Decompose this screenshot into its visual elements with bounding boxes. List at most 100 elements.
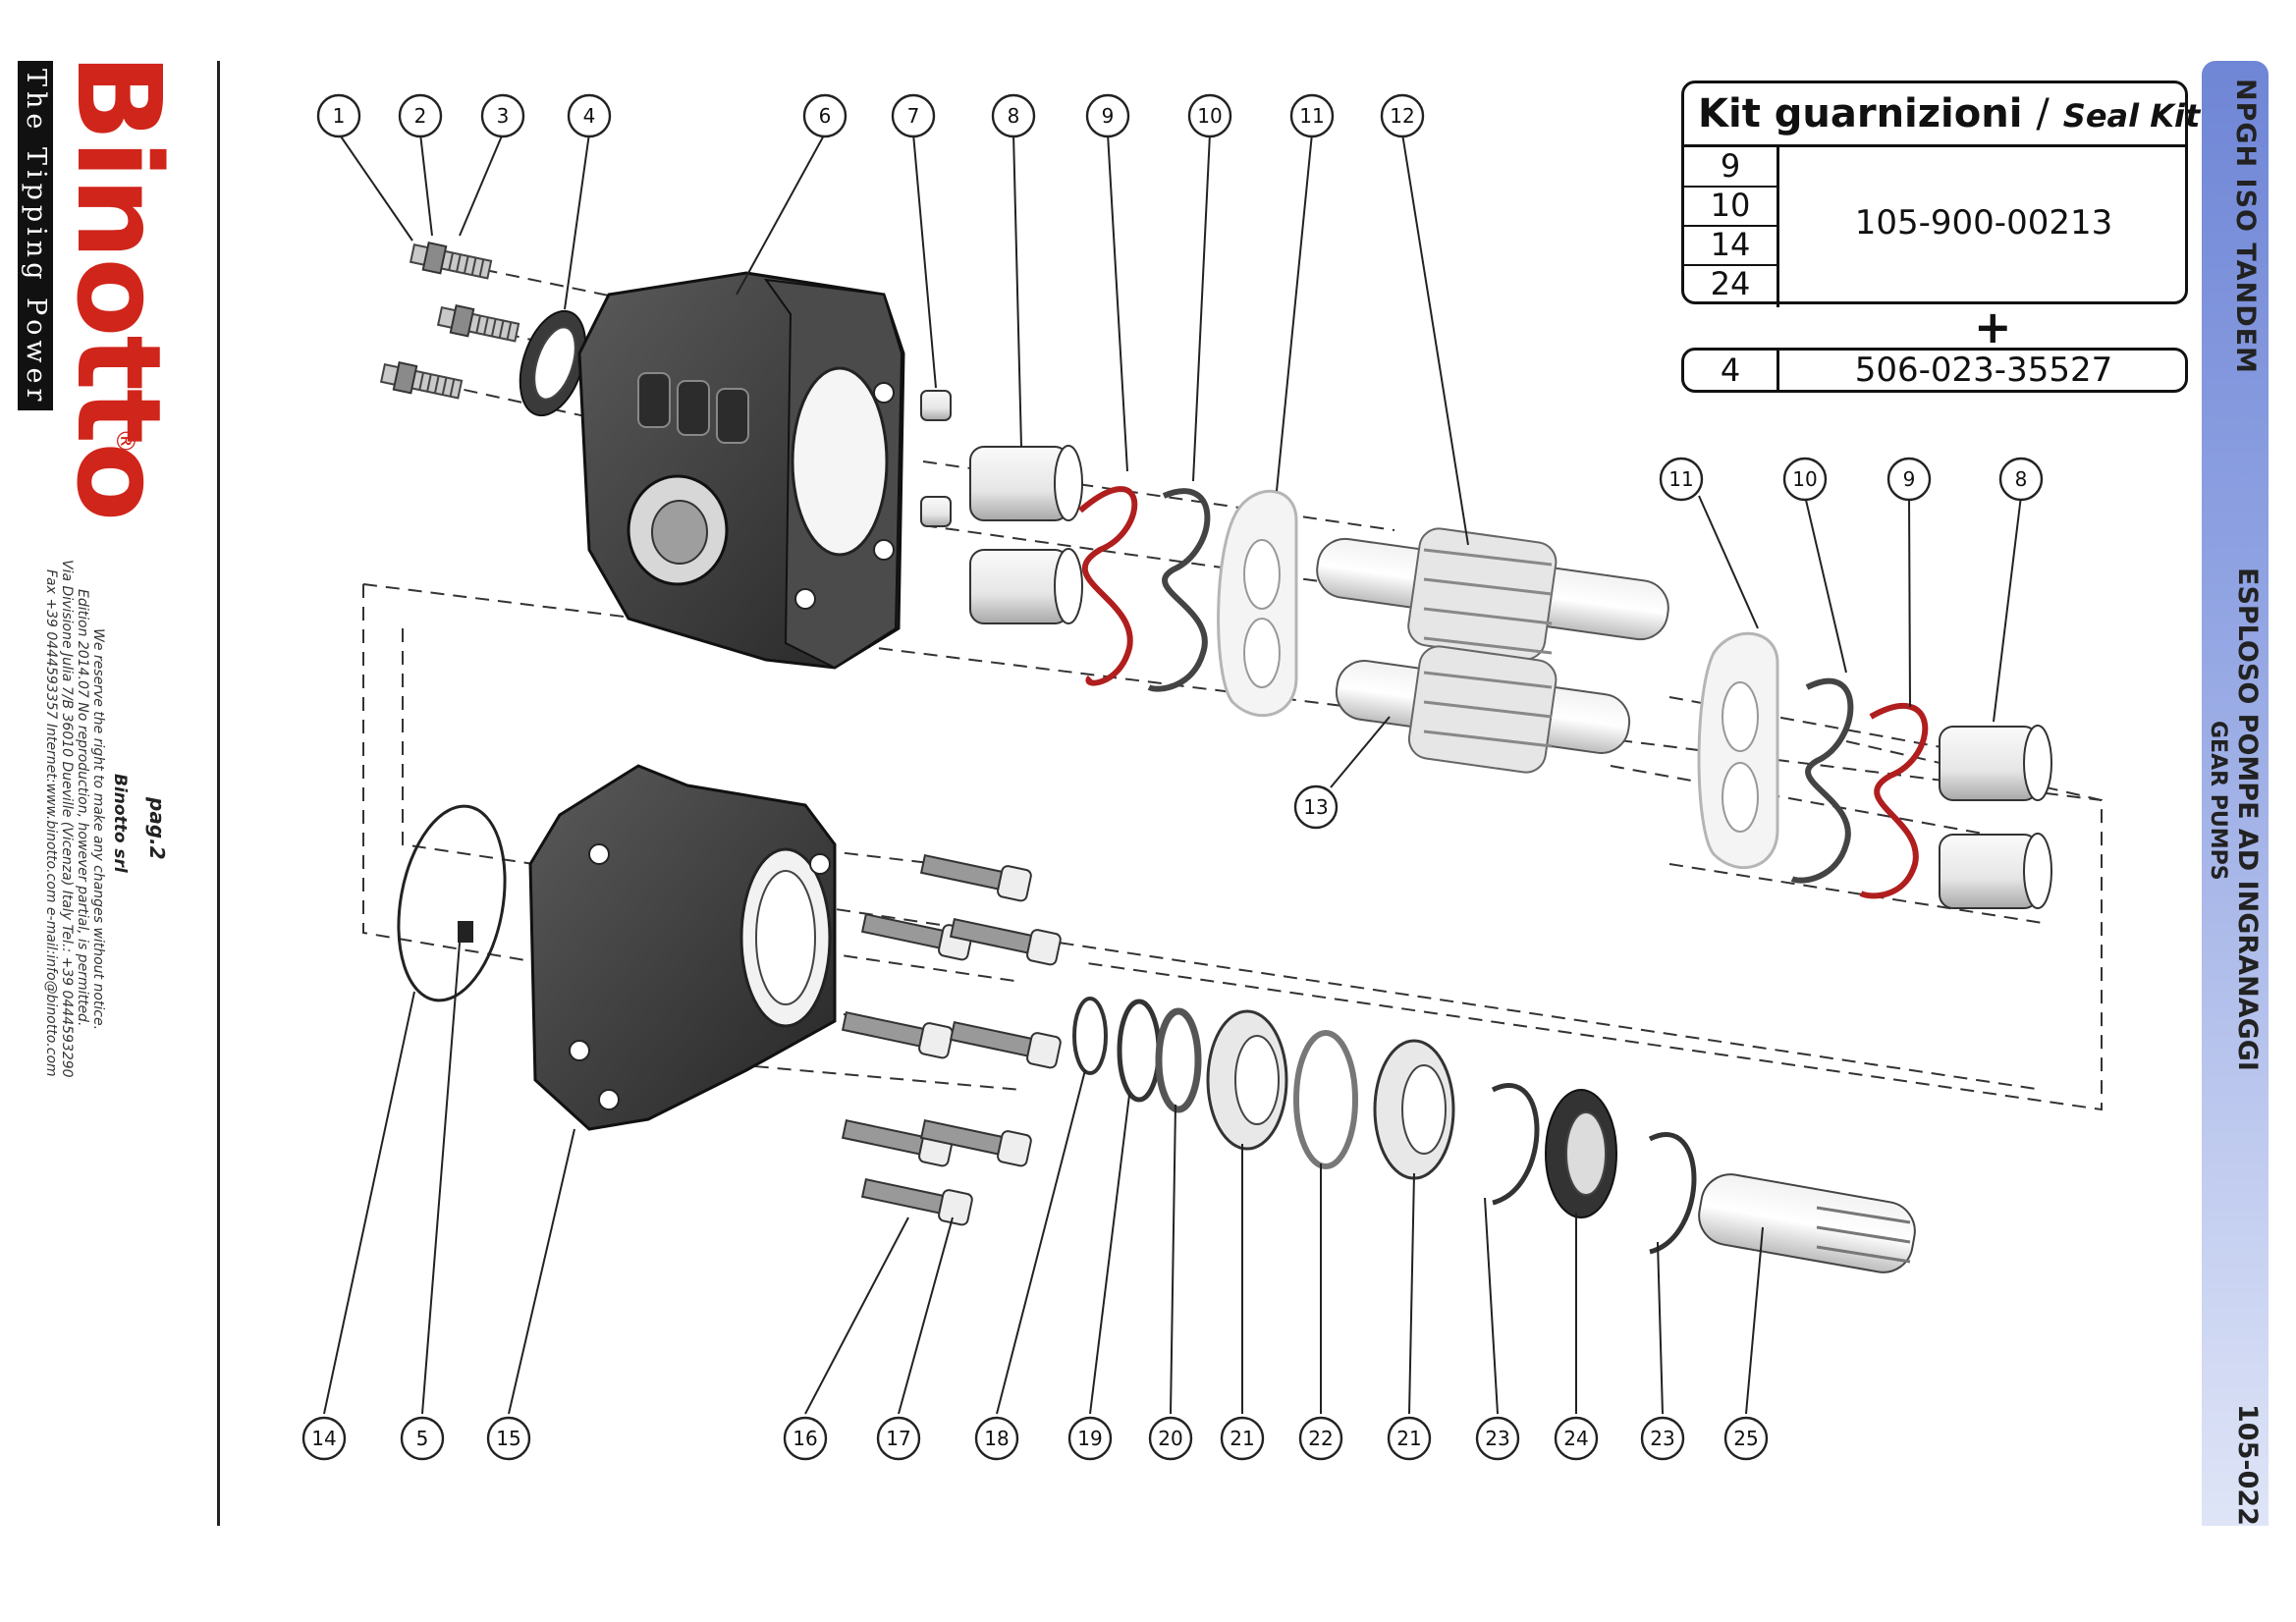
callout-bottom-25: 25: [1723, 1416, 1769, 1461]
seal-kit-title: Kit guarnizioni / Seal Kit: [1698, 91, 2200, 136]
seal-9-right: [1859, 702, 1929, 899]
callout-bottom-5: 5: [400, 1416, 445, 1461]
callout-bottom-20: 20: [1148, 1416, 1193, 1461]
callout-circle: [1067, 1416, 1113, 1461]
callout-bottom-21: 21: [1387, 1416, 1432, 1461]
leader-lines: [323, 133, 2022, 1415]
shaft-rings-and-bearings: [1072, 997, 1697, 1255]
kit-item: 24: [1710, 265, 1751, 302]
callout-number: 22: [1308, 1427, 1333, 1450]
seal-9-left: [1078, 486, 1138, 686]
table-divider: [1777, 351, 1779, 390]
callout-number: 11: [1668, 467, 1693, 491]
callout-circle: [783, 1416, 828, 1461]
callout-number: 25: [1733, 1427, 1758, 1450]
callout-number: 18: [984, 1427, 1009, 1450]
callout-number: 8: [2015, 467, 2028, 491]
fitting-studs: [379, 242, 520, 400]
backup-ring-10-right: [1790, 677, 1854, 884]
callout-top-11: 11: [1289, 93, 1335, 138]
callout-bottom-14: 14: [301, 1416, 347, 1461]
backup-ring-10-left: [1147, 488, 1211, 692]
callout-circle: [876, 1416, 921, 1461]
callout-circle: [1782, 457, 1828, 502]
callout-number: 21: [1230, 1427, 1254, 1450]
callout-circle: [486, 1416, 531, 1461]
callout-number: 9: [1903, 467, 1916, 491]
dowel-pins-7: [920, 390, 952, 527]
callout-top-8: 8: [991, 93, 1036, 138]
callout-circle: [567, 93, 612, 138]
callout-number: 13: [1303, 795, 1328, 819]
callout-bottom-21: 21: [1220, 1416, 1265, 1461]
callout-middle-13: 13: [1293, 784, 1339, 830]
callout-top-7: 7: [891, 93, 936, 138]
callout-right-8: 8: [1998, 457, 2044, 502]
cap-screws-16-17: [841, 854, 1062, 1226]
callout-circle: [974, 1416, 1019, 1461]
extra-seal-row: 4 506-023-35527: [1681, 348, 2188, 393]
callout-circle: [316, 93, 361, 138]
callout-number: 23: [1650, 1427, 1674, 1450]
seal-kit-title-en: Seal Kit: [2062, 97, 2201, 135]
driven-gear-13: [1335, 645, 1631, 774]
callout-bottom-18: 18: [974, 1416, 1019, 1461]
callout-bottom-16: 16: [783, 1416, 828, 1461]
kit-item: 14: [1710, 226, 1751, 263]
callout-right-10: 10: [1782, 457, 1828, 502]
callout-circle: [1298, 1416, 1343, 1461]
callout-bottom-24: 24: [1554, 1416, 1599, 1461]
callout-bottom-23: 23: [1640, 1416, 1685, 1461]
callout-circle: [1640, 1416, 1685, 1461]
callout-number: 10: [1197, 104, 1222, 128]
callout-circle: [1886, 457, 1932, 502]
callout-number: 10: [1792, 467, 1817, 491]
callout-top-3: 3: [480, 93, 525, 138]
callout-circle: [1289, 93, 1335, 138]
callout-number: 3: [497, 104, 510, 128]
callout-circle: [1723, 1416, 1769, 1461]
callout-number: 21: [1396, 1427, 1421, 1450]
seal-kit-table: Kit guarnizioni / Seal Kit 9 10 14 24 10…: [1681, 81, 2200, 307]
vertical-divider: [217, 61, 220, 1526]
callout-bottom-23: 23: [1475, 1416, 1520, 1461]
pump-body-6: [577, 271, 905, 670]
callout-number: 8: [1008, 104, 1020, 128]
callout-circle: [398, 93, 443, 138]
callout-circle: [891, 93, 936, 138]
callout-circle: [1085, 93, 1130, 138]
callout-number: 4: [583, 104, 596, 128]
callout-circle: [1554, 1416, 1599, 1461]
title-separator: /: [2036, 91, 2050, 136]
callout-bottom-15: 15: [486, 1416, 531, 1461]
callout-number: 7: [907, 104, 920, 128]
callout-top-6: 6: [802, 93, 847, 138]
table-divider: [1684, 264, 1777, 266]
callout-number: 23: [1485, 1427, 1509, 1450]
callout-circle: [400, 1416, 445, 1461]
pin-5: [458, 921, 473, 943]
callout-top-9: 9: [1085, 93, 1130, 138]
flange-15: [528, 764, 837, 1131]
callout-circle: [1475, 1416, 1520, 1461]
callout-number: 15: [496, 1427, 520, 1450]
callout-number: 2: [414, 104, 427, 128]
callout-circle: [1387, 1416, 1432, 1461]
bushings-8-left: [969, 445, 1083, 624]
callout-number: 19: [1077, 1427, 1102, 1450]
extra-item: 4: [1720, 351, 1741, 389]
extra-part-code: 506-023-35527: [1854, 351, 2113, 390]
callout-number: 17: [886, 1427, 910, 1450]
callout-top-4: 4: [567, 93, 612, 138]
kit-item: 10: [1710, 187, 1751, 224]
callout-number: 14: [311, 1427, 336, 1450]
callout-top-2: 2: [398, 93, 443, 138]
drive-gear-12: [1316, 527, 1669, 661]
o-ring-14: [397, 804, 507, 1002]
table-divider: [1777, 144, 1779, 307]
callout-circle: [1380, 93, 1425, 138]
table-divider: [1684, 225, 1777, 227]
plus-sign: +: [1974, 300, 2012, 353]
wear-plate-11-left: [1217, 489, 1298, 718]
